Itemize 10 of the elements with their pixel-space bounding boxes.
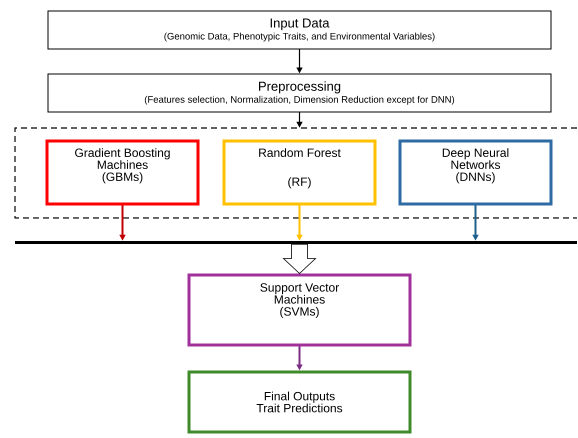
dashed-group-frame <box>14 127 577 219</box>
output-box: Final Outputs Trait Predictions <box>188 370 412 434</box>
process-box: Input Data (Genomic Data, Phenotypic Traits, and Environmental Variables) <box>48 10 552 50</box>
model-box: Gradient Boosting Machines (GBMs) <box>46 140 200 206</box>
merge-bar <box>15 241 577 244</box>
process-box: Preprocessing (Features selection, Normalization, Dimension Reduction except for DNN) <box>48 74 552 112</box>
model-box: Deep Neural Networks (DNNs) <box>398 140 552 206</box>
model-box: Support Vector Machines (SVMs) <box>188 274 412 346</box>
model-box: Random Forest (RF) <box>222 140 376 206</box>
block-arrow <box>282 244 317 274</box>
